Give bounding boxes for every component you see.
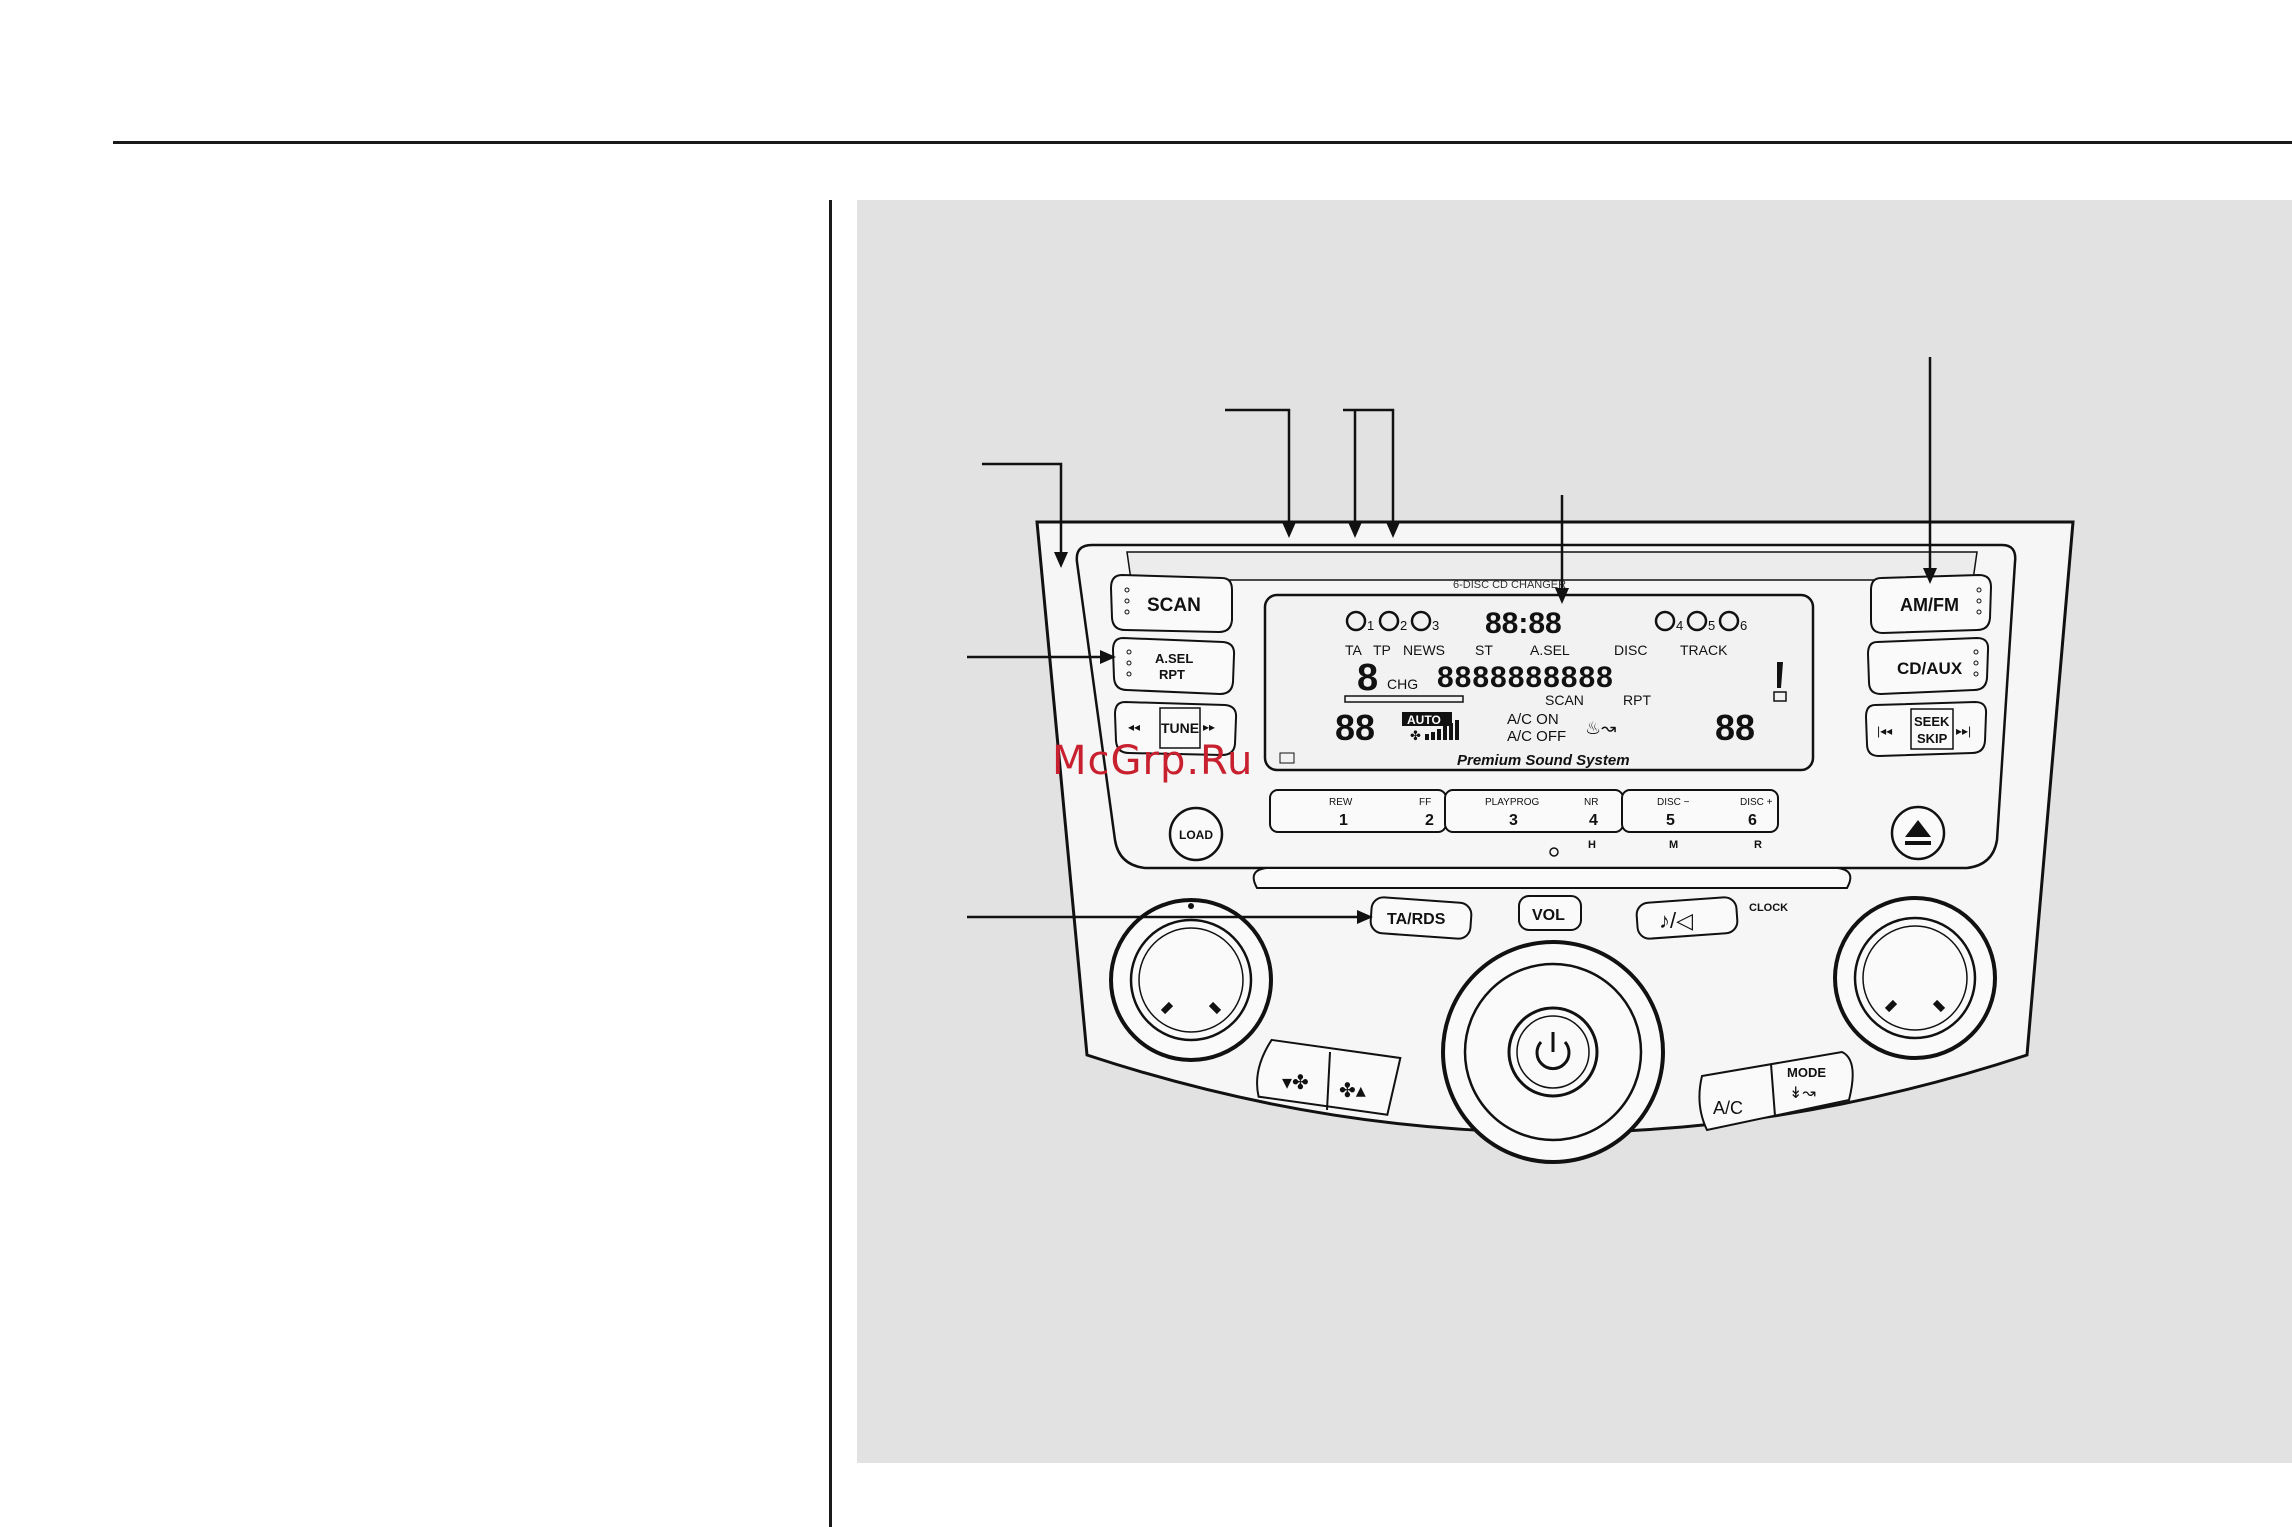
disc-indicators: 1 2 3 4 5 6 [1345, 610, 1747, 633]
figure-panel: 6-DISC CD CHANGER Premium Sound System 1… [857, 200, 2292, 1463]
svg-text:4: 4 [1589, 812, 1598, 829]
svg-text:A.SEL: A.SEL [1530, 642, 1570, 658]
svg-text:R: R [1754, 839, 1762, 851]
ac-on-indicator: A/C ON [1507, 711, 1559, 728]
svg-text:TRACK: TRACK [1680, 642, 1728, 658]
tune-button[interactable]: TUNE ◂◂ ▸▸ [1113, 700, 1238, 757]
svg-text:NEWS: NEWS [1403, 642, 1445, 658]
svg-text:ST: ST [1475, 642, 1493, 658]
fan-down-icon: ▾✤ [1282, 1072, 1309, 1094]
music-note-icon: ♪/◁ [1659, 908, 1693, 933]
svg-text:6: 6 [1740, 618, 1747, 633]
sound-clock-button[interactable]: ♪/◁ [1635, 896, 1739, 940]
scan-indicator: SCAN [1545, 692, 1584, 708]
power-icon [1535, 1041, 1571, 1071]
clock-label: CLOCK [1749, 902, 1788, 914]
svg-text:DISC: DISC [1614, 642, 1647, 658]
disc-digit: 8 [1357, 657, 1378, 699]
fan-icon: ✤ [1410, 728, 1421, 743]
svg-text:DISC −: DISC − [1657, 797, 1690, 808]
svg-text:4: 4 [1676, 618, 1683, 633]
am-fm-button[interactable]: AM/FM [1870, 573, 1993, 635]
skip-back-icon: |◂◂ [1877, 724, 1892, 738]
svg-text:5: 5 [1708, 618, 1715, 633]
ac-off-indicator: A/C OFF [1507, 728, 1566, 745]
clock-readout: 88:88 [1485, 607, 1562, 640]
svg-text:AM/FM: AM/FM [1900, 595, 1959, 615]
asel-rpt-button[interactable]: A.SEL RPT [1111, 636, 1236, 696]
svg-text:RPT: RPT [1159, 667, 1185, 682]
mode-airflow-icon: ↡↝ [1789, 1085, 1816, 1102]
fan-speed-buttons[interactable]: ▾✤ ✤▴ [1255, 1038, 1402, 1116]
power-volume-knob[interactable] [1441, 940, 1665, 1164]
svg-text:VOL: VOL [1532, 907, 1565, 924]
forward-icon: ▸▸ [1203, 720, 1215, 734]
svg-text:TA: TA [1345, 642, 1363, 658]
svg-text:A.SEL: A.SEL [1155, 651, 1193, 666]
svg-text:2: 2 [1400, 618, 1407, 633]
svg-text:CD/AUX: CD/AUX [1897, 659, 1963, 678]
cd-aux-button[interactable]: CD/AUX [1866, 636, 1990, 696]
fan-level-bars [1425, 720, 1459, 740]
brand-bottom-label: Premium Sound System [1457, 752, 1630, 769]
svg-text:SEEK: SEEK [1914, 714, 1950, 729]
mode-button-label: MODE [1787, 1065, 1826, 1080]
svg-text:LOAD: LOAD [1179, 828, 1213, 842]
svg-text:6: 6 [1748, 812, 1757, 829]
airflow-icon: ♨↝ [1585, 718, 1616, 738]
svg-text:SCAN: SCAN [1147, 595, 1201, 616]
load-button[interactable]: LOAD [1168, 806, 1224, 862]
rewind-icon: ◂◂ [1128, 720, 1140, 734]
segment-text: 8888888888 [1437, 661, 1614, 694]
svg-text:DISC +: DISC + [1740, 797, 1773, 808]
auto-indicator: AUTO [1407, 713, 1441, 727]
svg-text:5: 5 [1666, 812, 1675, 829]
watermark: McGrp.Ru [1052, 738, 1254, 784]
brand-top-label: 6-DISC CD CHANGER [1453, 579, 1566, 591]
skip-forward-icon: ▸▸| [1956, 724, 1971, 738]
seek-skip-button[interactable]: SEEK SKIP |◂◂ ▸▸| [1864, 700, 1988, 758]
left-temp-knob[interactable] [1109, 898, 1273, 1062]
rpt-indicator: RPT [1623, 692, 1651, 708]
callout-arrows [1054, 522, 1937, 924]
chg-label: CHG [1387, 676, 1418, 692]
cd-slot [1252, 867, 1852, 889]
svg-text:TA/RDS: TA/RDS [1387, 911, 1446, 928]
ac-button-label: A/C [1713, 1098, 1743, 1118]
svg-text:SKIP: SKIP [1917, 731, 1948, 746]
svg-text:3: 3 [1432, 618, 1439, 633]
fan-up-icon: ✤▴ [1339, 1080, 1366, 1102]
scan-button[interactable]: SCAN [1109, 573, 1233, 634]
svg-text:3: 3 [1509, 812, 1518, 829]
column-divider [829, 200, 832, 1527]
svg-text:TP: TP [1373, 642, 1391, 658]
svg-text:1: 1 [1367, 618, 1374, 633]
header-rule [113, 141, 2292, 144]
right-temp-knob[interactable] [1833, 896, 1997, 1060]
svg-text:REW: REW [1329, 797, 1353, 808]
svg-text:2: 2 [1425, 812, 1434, 829]
svg-text:1: 1 [1339, 812, 1348, 829]
svg-text:NR: NR [1584, 797, 1598, 808]
right-temp-readout: 88 [1715, 707, 1755, 748]
indicator-row: TA TP NEWS ST A.SEL DISC TRACK [1345, 642, 1728, 658]
svg-text:FF: FF [1419, 797, 1431, 808]
hmr-labels: H M R [1588, 839, 1762, 851]
svg-text:M: M [1669, 839, 1678, 851]
left-temp-readout: 88 [1335, 707, 1375, 748]
lcd-display [1263, 593, 1815, 772]
eject-button[interactable] [1890, 805, 1946, 861]
audio-unit-drawing: 6-DISC CD CHANGER Premium Sound System 1… [967, 357, 2075, 1164]
ta-rds-button[interactable]: TA/RDS [1369, 896, 1473, 940]
svg-text:H: H [1588, 839, 1596, 851]
preset-buttons[interactable]: REW FF PLAYPROG NR DISC − DISC + 1 2 3 4… [1269, 789, 1779, 833]
svg-text:TUNE: TUNE [1161, 720, 1199, 736]
vol-button[interactable]: VOL [1518, 895, 1582, 931]
callout-lines [967, 357, 1932, 919]
svg-text:PLAYPROG: PLAYPROG [1485, 797, 1539, 808]
ac-mode-buttons[interactable]: A/C MODE ↡↝ [1698, 1050, 1854, 1132]
